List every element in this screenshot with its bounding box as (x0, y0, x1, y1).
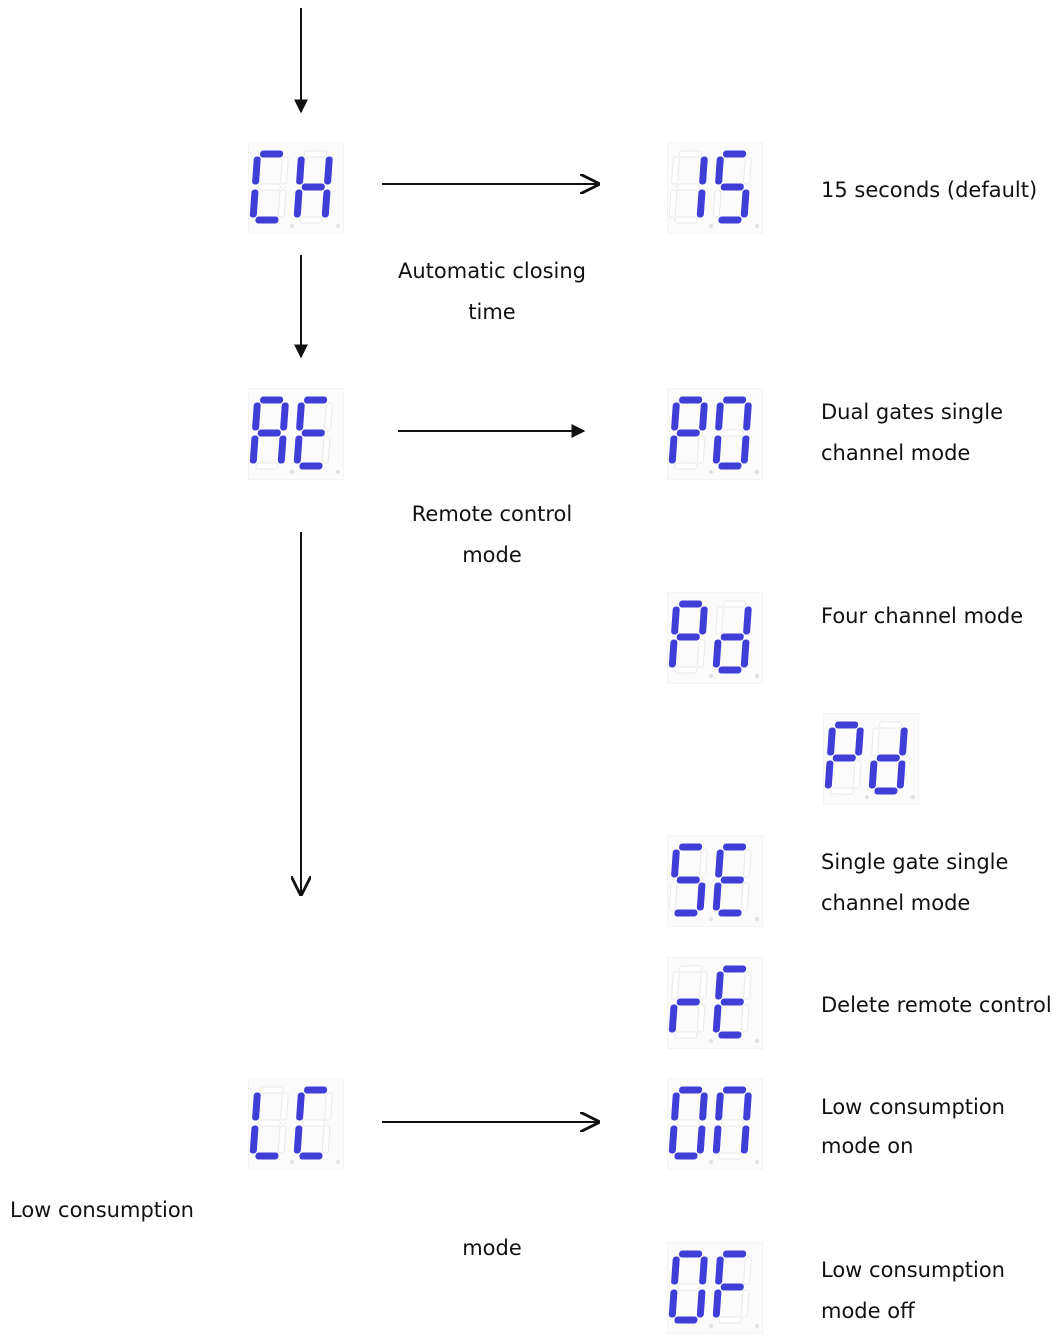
display-p0 (667, 388, 763, 480)
label-dual-gates-mode: channel mode (821, 441, 971, 465)
label-lc-on: Low consumption (821, 1095, 1005, 1119)
display-ae (248, 388, 344, 480)
label-dual-gates: Dual gates single (821, 400, 1003, 424)
display-15 (667, 142, 763, 234)
display-ch (248, 142, 344, 234)
label-four-channel: Four channel mode (821, 604, 1024, 628)
label-automatic-closing-time: time (468, 300, 516, 324)
label-automatic-closing: Automatic closing (397, 259, 586, 283)
label-low-consumption: Low consumption (10, 1198, 194, 1222)
display-se (667, 835, 763, 927)
label-lc-off-mode: mode off (821, 1299, 915, 1323)
label-single-gate-mode: channel mode (821, 891, 971, 915)
display-lc (248, 1078, 344, 1170)
label-low-consumption-mode: mode (462, 1236, 522, 1260)
display-re (667, 957, 763, 1049)
label-15-seconds-default: 15 seconds (default) (821, 178, 1038, 202)
display-pd (667, 592, 763, 684)
display-of (667, 1242, 763, 1334)
label-remote-control: Remote control (411, 502, 573, 526)
label-lc-on-mode: mode on (821, 1134, 914, 1158)
label-remote-control-mode: mode (462, 543, 522, 567)
label-lc-off: Low consumption (821, 1258, 1005, 1282)
display-pd-secondary (823, 713, 919, 805)
label-single-gate: Single gate single (821, 850, 1009, 874)
label-delete-remote: Delete remote control (821, 993, 1052, 1017)
display-on (667, 1078, 763, 1170)
